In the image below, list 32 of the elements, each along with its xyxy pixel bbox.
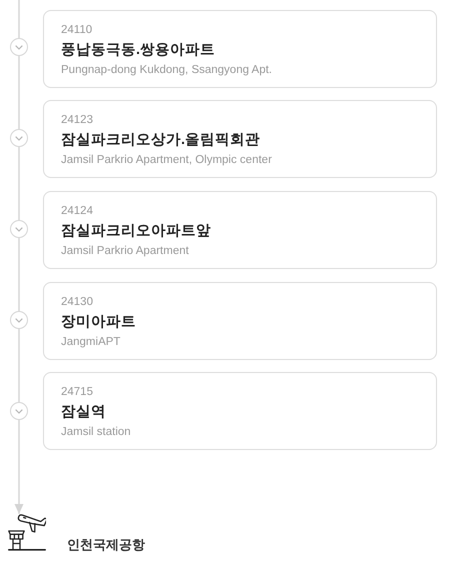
timeline-line xyxy=(18,56,20,129)
stop-card xyxy=(43,191,437,269)
stop-name-english: JangmiAPT xyxy=(61,335,120,349)
place-name: 인천국제공항 xyxy=(67,536,145,553)
stop-number: 24110 xyxy=(61,23,92,37)
stop-name: 풍납동극동.쌍용아파트 xyxy=(61,41,216,60)
stop-name: 잠실역 xyxy=(61,403,106,422)
timeline-marker xyxy=(10,38,28,56)
stop-number: 24715 xyxy=(61,385,93,399)
stop-name-english: Jamsil station xyxy=(61,425,131,439)
stop-card xyxy=(43,100,437,178)
stop-number: 24124 xyxy=(61,204,93,218)
stop-card xyxy=(43,372,437,450)
stop-name: 장미아파트 xyxy=(61,313,136,332)
stop-name-english: Jamsil Parkrio Apartment xyxy=(61,244,189,258)
stop-name-english: Jamsil Parkrio Apartment, Olympic center xyxy=(61,153,272,167)
stop-number: 24130 xyxy=(61,295,93,309)
timeline-line xyxy=(18,147,20,220)
stop-number: 24123 xyxy=(61,113,93,127)
timeline-line xyxy=(18,329,20,402)
stop-name: 잠실파크리오상가.올림픽회관 xyxy=(61,131,260,150)
stop-name: 잠실파크리오아파트앞 xyxy=(61,222,211,241)
stop-card xyxy=(43,282,437,360)
arrow xyxy=(14,420,24,514)
timeline-marker xyxy=(10,220,28,238)
stop-name-english: Pungnap-dong Kukdong, Ssangyong Apt. xyxy=(61,63,272,77)
timeline-marker xyxy=(10,311,28,329)
timeline-line xyxy=(18,0,20,38)
timeline-line xyxy=(18,238,20,311)
stop-card xyxy=(43,10,437,88)
timeline-marker xyxy=(10,402,28,420)
timeline-marker xyxy=(10,129,28,147)
